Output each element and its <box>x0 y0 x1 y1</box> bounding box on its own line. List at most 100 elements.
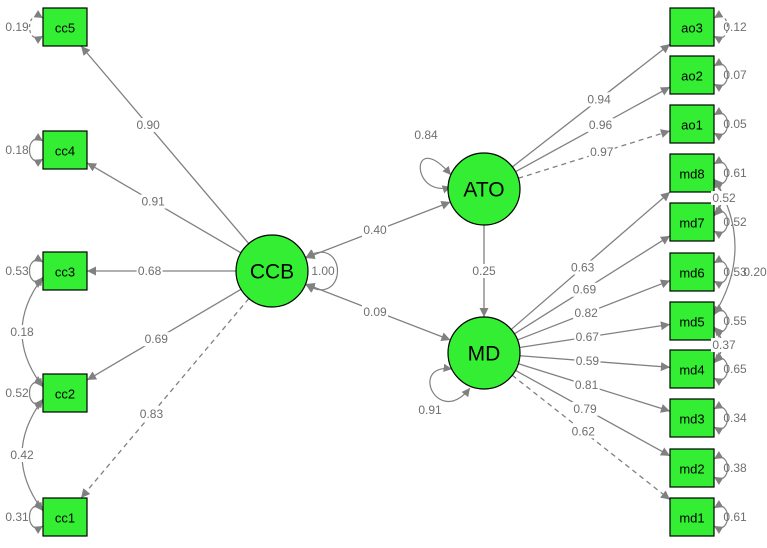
observed-node-ao3 <box>669 7 715 47</box>
loading-coef-md7: 0.69 <box>573 283 597 297</box>
variance-cc3: 0.53 <box>5 264 29 278</box>
observed-label-md1: md1 <box>679 511 704 526</box>
observed-label-md8: md8 <box>679 167 704 182</box>
coef-bg <box>574 330 601 345</box>
coef-bg <box>572 401 599 416</box>
variance-loop-cc1 <box>28 500 44 534</box>
edges-layer <box>21 10 736 534</box>
coef-bg <box>570 424 597 439</box>
observed-label-md4: md4 <box>679 363 704 378</box>
observed-node-cc3 <box>42 251 88 291</box>
variance-md5: 0.55 <box>723 314 747 328</box>
observed-node-cc4 <box>42 130 88 170</box>
observed-node-md5 <box>669 301 715 341</box>
latent-node-ccb <box>235 234 309 308</box>
observed-label-cc5: cc5 <box>55 21 75 36</box>
observed-label-md2: md2 <box>679 462 704 477</box>
latent-node-md <box>447 316 521 390</box>
variance-ao1: 0.05 <box>723 117 747 131</box>
observed-label-md7: md7 <box>679 216 704 231</box>
loading-coef-md3: 0.81 <box>575 378 599 392</box>
variance-loop-md7 <box>713 205 729 239</box>
loading-coef-md5: 0.67 <box>576 330 600 344</box>
covariance-coef: 0.09 <box>363 305 387 319</box>
variance-md7: 0.52 <box>723 215 747 229</box>
coef-bg <box>9 448 35 462</box>
variance-loop-ato <box>419 157 452 194</box>
loading-coef-md4: 0.59 <box>576 354 600 368</box>
loading-coef-cc4: 0.91 <box>142 195 166 209</box>
variance-md6: 0.53 <box>723 265 747 279</box>
variance-loop-md5 <box>713 304 729 338</box>
observed-node-md1 <box>669 497 715 537</box>
loading-coef-cc1: 0.83 <box>140 407 164 421</box>
variance-cc5: 0.19 <box>5 20 29 34</box>
loading-coef-ao1: 0.97 <box>590 145 614 159</box>
loading-coef-ao2: 0.96 <box>589 118 613 132</box>
coef-bg <box>140 194 167 209</box>
variance-ato: 0.84 <box>414 128 438 142</box>
observed-node-md7 <box>669 202 715 242</box>
observed-node-md8 <box>669 153 715 193</box>
variance-loop-ao2 <box>713 58 729 92</box>
variance-ao2: 0.07 <box>723 68 747 82</box>
variance-loop-cc5 <box>28 10 44 44</box>
variance-loop-md <box>429 363 471 403</box>
variance-loop-ao1 <box>713 107 729 141</box>
variance-loop-md2 <box>713 451 729 485</box>
variance-loop-md1 <box>713 500 729 534</box>
coef-bg <box>471 264 497 278</box>
coef-bg <box>138 407 165 422</box>
coef-bg <box>362 305 388 319</box>
observed-node-md2 <box>669 448 715 488</box>
coef-bg <box>586 92 613 107</box>
observed-label-md3: md3 <box>679 412 704 427</box>
observed-node-cc2 <box>42 373 88 413</box>
coef-bg <box>573 378 600 393</box>
variance-ccb: 1.00 <box>311 264 335 278</box>
covariance-coef-md8-md7: 0.52 <box>712 191 736 205</box>
observed-label-cc3: cc3 <box>55 265 75 280</box>
coef-bg <box>711 338 737 352</box>
nodes-layer: CCBATOMDcc5cc4cc3cc2cc1ao3ao2ao1md8md7md… <box>42 7 715 537</box>
observed-node-ao1 <box>669 104 715 144</box>
loading-coef-md8: 0.63 <box>571 261 595 275</box>
coef-bg <box>9 325 35 339</box>
variance-loop-cc2 <box>28 376 44 410</box>
observed-label-cc1: cc1 <box>55 511 75 526</box>
covariance-coef-md8-md5: 0.20 <box>743 265 767 279</box>
observed-label-md6: md6 <box>679 266 704 281</box>
variance-loop-md3 <box>713 401 729 435</box>
loading-coef-md2: 0.79 <box>573 402 597 416</box>
variance-loop-ccb <box>305 249 339 293</box>
coef-bg <box>136 264 163 278</box>
covariance-coef-cc2-cc1: 0.42 <box>10 448 34 462</box>
variance-md1: 0.61 <box>723 510 747 524</box>
variance-md3: 0.34 <box>723 411 747 425</box>
loading-coef-cc2: 0.69 <box>145 332 169 346</box>
variance-loop-cc3 <box>28 254 44 288</box>
coef-bg <box>574 353 601 368</box>
variance-loop-md8 <box>713 156 729 190</box>
variance-loop-md6 <box>713 255 729 289</box>
coef-bg <box>569 260 596 275</box>
observed-node-cc5 <box>42 7 88 47</box>
coef-bg <box>362 223 388 237</box>
latent-node-ato <box>447 152 521 226</box>
observed-label-ao1: ao1 <box>681 118 703 133</box>
coef-bg <box>588 145 615 160</box>
covariance-coef-cc3-cc2: 0.18 <box>10 325 34 339</box>
observed-label-cc4: cc4 <box>55 144 75 159</box>
coef-bg <box>135 118 162 133</box>
coef-bg <box>573 306 600 321</box>
variance-md4: 0.65 <box>723 362 747 376</box>
loading-coef-md6: 0.82 <box>574 306 598 320</box>
variance-loop-cc4 <box>28 133 44 167</box>
observed-node-cc1 <box>42 497 88 537</box>
variance-loop-md4 <box>713 352 729 386</box>
loading-coef-md1: 0.62 <box>572 424 596 438</box>
variance-cc4: 0.18 <box>5 143 29 157</box>
labels-layer: 0.900.910.680.690.830.940.960.970.630.69… <box>5 20 767 524</box>
loading-path-ccb-cc5 <box>80 45 250 244</box>
